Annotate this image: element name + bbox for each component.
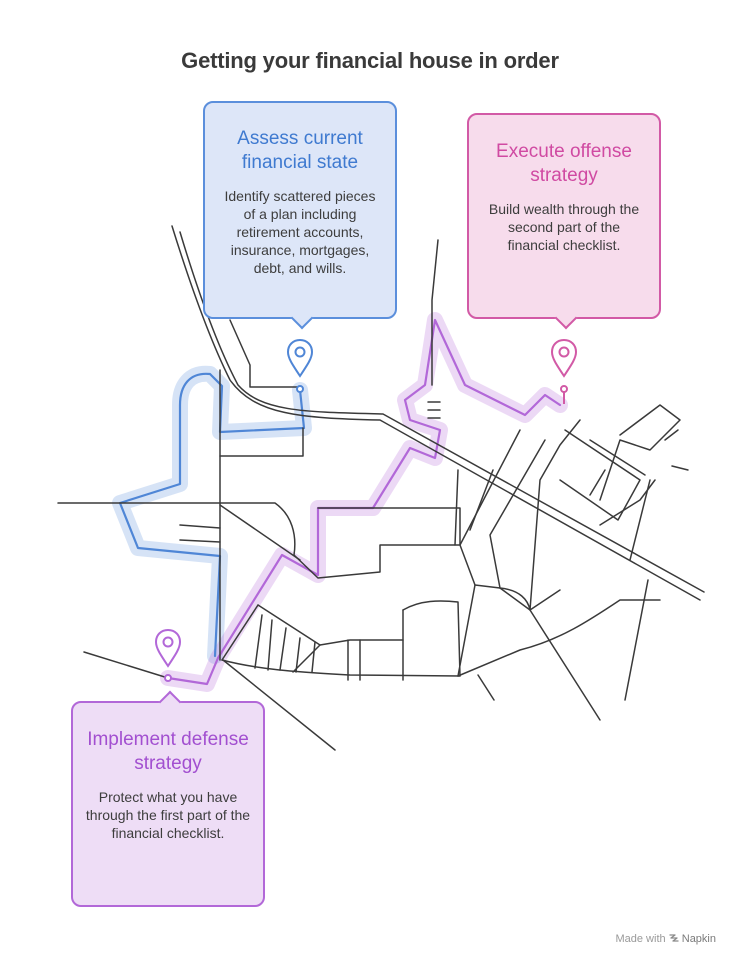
implement-description: Protect what you have through the first …: [85, 789, 251, 841]
diagram-title: Getting your financial house in order: [181, 48, 559, 73]
assess-heading: Assess current financial state: [237, 128, 363, 173]
execute-pin-icon: [550, 338, 578, 404]
implement-pin-icon: [154, 628, 182, 682]
execute-description: Build wealth through the second part of …: [488, 201, 640, 253]
assess-description: Identify scattered pieces of a plan incl…: [224, 188, 376, 276]
streets: [57, 225, 705, 751]
assess-callout: Assess current financial state Identify …: [203, 101, 397, 330]
location-pins: [154, 338, 578, 682]
made-with-napkin-credit[interactable]: Made with Napkin: [615, 933, 716, 945]
credit-prefix: Made with: [615, 933, 666, 945]
assess-pin-icon: [286, 338, 314, 393]
napkin-logo-icon: [669, 933, 682, 945]
execute-callout: Execute offense strategy Build wealth th…: [467, 113, 661, 330]
route-highlights: [112, 312, 568, 692]
credit-brand: Napkin: [681, 933, 716, 945]
implement-callout: Implement defense strategy Protect what …: [71, 690, 265, 907]
assess-route-glow: [112, 365, 312, 664]
execute-heading: Execute offense strategy: [496, 141, 632, 186]
implement-heading: Implement defense strategy: [87, 729, 249, 774]
